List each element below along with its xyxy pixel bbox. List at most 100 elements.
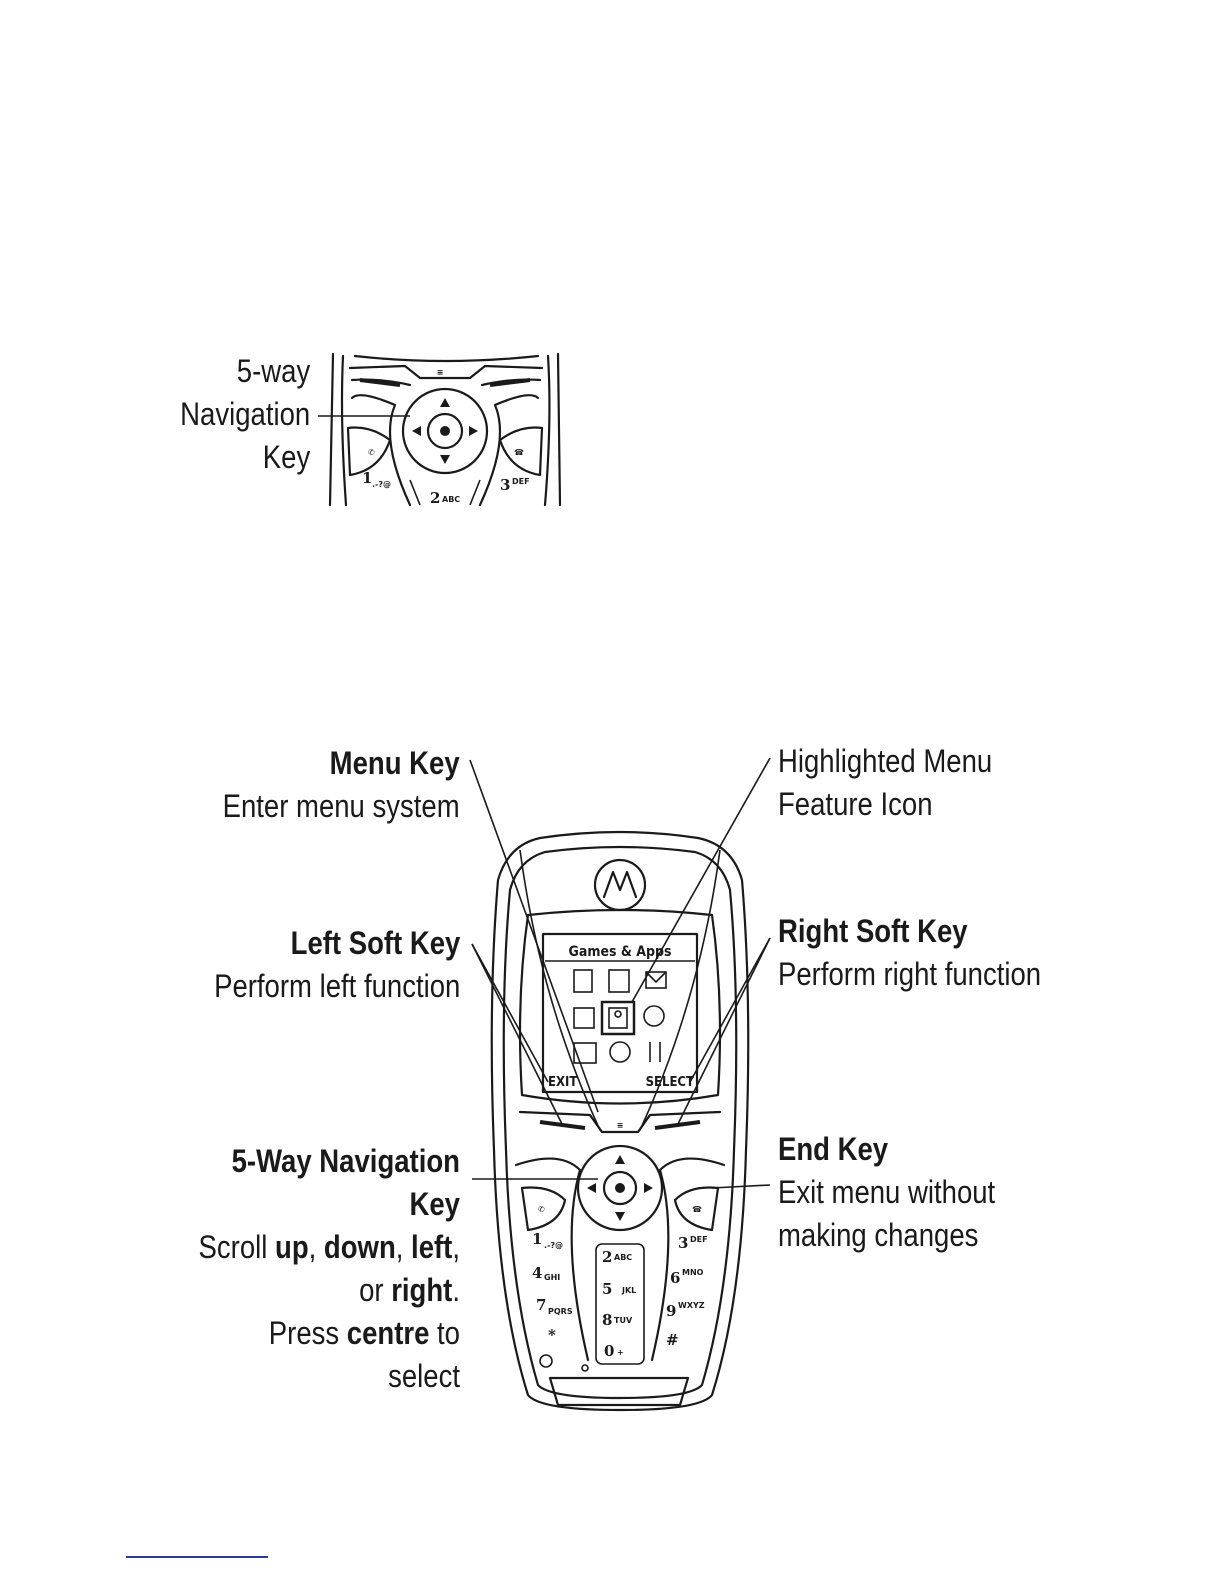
svg-text:JKL: JKL: [621, 1286, 636, 1295]
nav-word: select: [388, 1358, 460, 1394]
phonebook-icon: [573, 969, 593, 993]
end-key-icon: ☎: [514, 448, 524, 457]
messages-icon: [645, 971, 667, 989]
highlighted-icon-callout: Highlighted Menu Feature Icon: [778, 740, 992, 826]
key-hash: #: [666, 1331, 679, 1349]
media-icon: [609, 1041, 631, 1063]
microphone-icon: [539, 1354, 553, 1368]
key-8: 8: [602, 1311, 612, 1329]
end-key-callout: End Key Exit menu without making changes: [778, 1128, 995, 1257]
display-screen: [541, 932, 699, 1094]
key-6: 6: [670, 1269, 680, 1287]
menu-icon-grid: [573, 969, 667, 1064]
right-soft-key-callout: Right Soft Key Perform right function: [778, 910, 1041, 996]
inset-label-line: Navigation: [179, 396, 310, 432]
svg-text:GHI: GHI: [544, 1273, 560, 1282]
svg-text:DEF: DEF: [690, 1235, 708, 1244]
menu-key-leader: [469, 759, 599, 1113]
end-key: [673, 1186, 720, 1232]
svg-text:TUV: TUV: [614, 1316, 633, 1325]
send-key: [520, 1186, 567, 1232]
key-3: 3: [678, 1234, 688, 1252]
inset-nav-ring: [401, 387, 489, 475]
key-4: 4: [532, 1264, 542, 1282]
nav-word-up: up: [275, 1229, 309, 1265]
svg-text:.-?@: .-?@: [372, 480, 391, 489]
menu-key-title: Menu Key: [330, 745, 460, 781]
nav-word: or: [359, 1272, 384, 1308]
nav-word: Press: [268, 1315, 340, 1351]
inset-nav-key-label: 5-way Navigation Key: [180, 350, 310, 479]
footer-rule: [126, 1556, 268, 1558]
callout-leaders: [469, 757, 771, 1189]
phone-body: [490, 830, 750, 1412]
send-key-icon: ✆: [368, 448, 375, 457]
end-key-leader: [711, 1184, 771, 1189]
key-5: 5: [602, 1280, 612, 1298]
nav-word-right: right: [391, 1272, 453, 1308]
right-soft-key: [654, 1120, 701, 1130]
nav-key-ring: [576, 1144, 664, 1232]
svg-text:ABC: ABC: [614, 1253, 632, 1262]
end-key-icon: ☎: [692, 1205, 702, 1214]
key-0: 0: [604, 1342, 614, 1360]
menu-key-glyph: ≡: [617, 1121, 624, 1130]
left-arrow-icon: [412, 426, 421, 436]
office-tools-icon: [573, 1007, 595, 1029]
key-1: 1: [532, 1230, 542, 1248]
nav-word-down: down: [323, 1229, 396, 1265]
send-key-icon: ✆: [538, 1205, 545, 1214]
left-arrow-icon: [587, 1183, 596, 1193]
end-key-title: End Key: [778, 1131, 889, 1167]
key-7: 7: [536, 1296, 546, 1314]
right-soft-key-leader: [677, 937, 771, 1125]
key-2: 2: [602, 1248, 612, 1266]
left-soft-key-callout: Left Soft Key Perform left function: [214, 922, 460, 1008]
right-soft-key-desc: Perform right function: [778, 956, 1042, 992]
left-soft-key: [539, 1120, 586, 1130]
nav-word-centre: centre: [346, 1315, 430, 1351]
highlighted-icon-line1: Highlighted Menu: [778, 743, 993, 779]
settings-icon: [649, 1042, 661, 1062]
screen-left-softkey: EXIT: [548, 1075, 577, 1090]
nav-word: to: [437, 1315, 460, 1351]
up-arrow-icon: [440, 398, 450, 407]
motorola-logo: [593, 858, 647, 912]
multimedia-icon: [573, 1042, 597, 1064]
down-arrow-icon: [440, 455, 450, 464]
svg-text:+: +: [617, 1348, 624, 1357]
down-arrow-icon: [615, 1212, 625, 1221]
highlighted-icon-leader: [631, 757, 771, 1003]
up-arrow-icon: [615, 1155, 625, 1164]
inset-key-3: 3: [500, 476, 510, 494]
left-soft-key-desc: Perform left function: [213, 968, 460, 1004]
inset-key-1: 1: [362, 469, 372, 487]
right-arrow-icon: [644, 1183, 653, 1193]
svg-text:WXYZ: WXYZ: [678, 1301, 705, 1310]
inset-menu-key-glyph: ≡: [437, 368, 444, 377]
end-key-desc-2: making changes: [778, 1217, 979, 1253]
nav-key-title-2: Key: [409, 1186, 460, 1222]
soft-key-band: [518, 1110, 722, 1134]
svg-text:PQRS: PQRS: [548, 1307, 573, 1316]
inset-label-line: 5-way: [236, 353, 310, 389]
key-9: 9: [666, 1302, 676, 1320]
screen-right-softkey: SELECT: [646, 1075, 694, 1090]
svg-text:.-?@: .-?@: [544, 1241, 563, 1250]
highlighted-games-icon: [600, 1000, 636, 1036]
main-phone: Games & Apps EXIT SELECT ≡: [490, 830, 750, 1412]
left-soft-key-leader: [471, 943, 563, 1125]
screen-title: Games & Apps: [568, 944, 671, 960]
key-star: *: [548, 1326, 556, 1344]
svg-text:DEF: DEF: [512, 477, 530, 486]
svg-text:MNO: MNO: [682, 1268, 704, 1277]
recent-calls-icon: [608, 969, 630, 993]
end-key-desc-1: Exit menu without: [778, 1174, 996, 1210]
highlighted-icon-line2: Feature Icon: [778, 786, 933, 822]
nav-word-left: left: [411, 1229, 453, 1265]
inset-label-line: Key: [262, 439, 310, 475]
nav-key-title-1: 5-Way Navigation: [231, 1143, 460, 1179]
right-arrow-icon: [469, 426, 478, 436]
nav-key-callout: 5-Way Navigation Key Scroll up, down, le…: [199, 1140, 460, 1398]
